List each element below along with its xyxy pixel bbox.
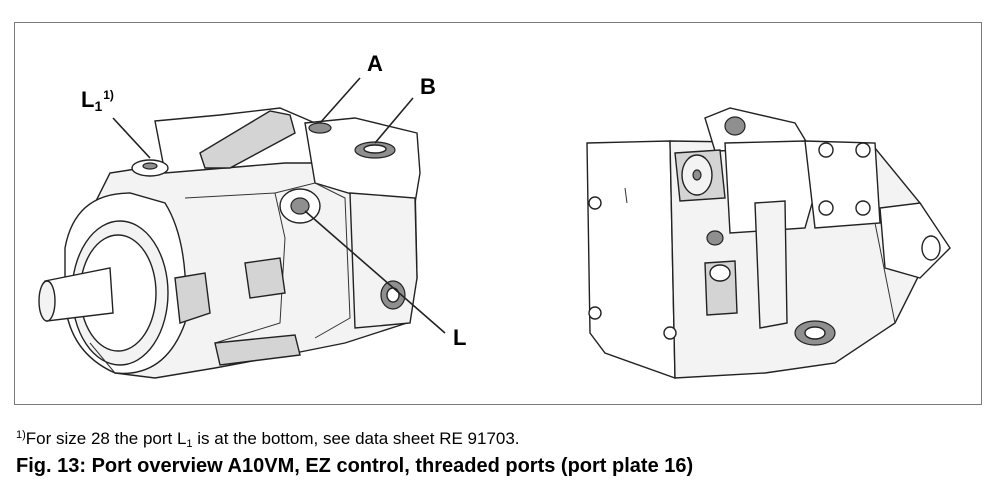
pump-front-view: [38, 77, 446, 379]
footnote-text-before: For size 28 the port L: [25, 429, 187, 448]
port-label-l1-superscript: 1): [103, 88, 114, 102]
port-label-b: B: [420, 74, 436, 99]
port-label-l1-subscript: 1: [94, 98, 103, 114]
footnote: 1)For size 28 the port L1 is at the bott…: [16, 430, 520, 450]
footnote-subscript: 1: [186, 438, 193, 450]
footnote-marker: 1): [16, 429, 26, 441]
footnote-text-after: is at the bottom, see data sheet RE 9170…: [192, 429, 520, 448]
port-label-l1-letter: L: [81, 87, 95, 112]
port-label-l: L: [453, 325, 467, 350]
port-label-l1: L11): [81, 87, 114, 114]
figure-caption: Fig. 13: Port overview A10VM, EZ control…: [16, 455, 694, 477]
pump-rear-view: [586, 107, 951, 380]
figure-frame: L11) A B L: [14, 22, 982, 405]
pump-illustration: [38, 77, 951, 380]
port-label-a: A: [367, 51, 383, 76]
